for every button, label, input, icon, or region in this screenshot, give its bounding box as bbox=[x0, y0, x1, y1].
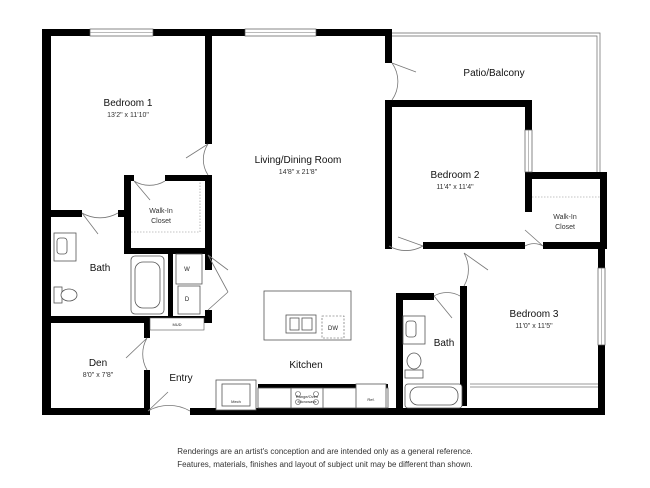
washer-label: W bbox=[184, 267, 190, 273]
mud-label: MUD bbox=[172, 322, 181, 327]
bedroom1-label: Bedroom 1 bbox=[104, 98, 153, 109]
walkin-closet1-label-line1: Walk-In bbox=[149, 208, 173, 215]
laundry bbox=[149, 253, 205, 331]
bedroom2-dims: 11'4" x 11'4" bbox=[436, 184, 474, 191]
bedroom2-label: Bedroom 2 bbox=[431, 170, 480, 181]
bedroom1-dims: 13'2" x 11'10" bbox=[107, 112, 149, 119]
living-dining-dims: 14'8" x 21'8" bbox=[279, 169, 318, 176]
disclaimer-line-1: Renderings are an artist's conception an… bbox=[177, 447, 473, 456]
bedroom3-label: Bedroom 3 bbox=[510, 309, 559, 320]
dryer-label: D bbox=[185, 297, 190, 303]
den-label: Den bbox=[89, 358, 107, 369]
kitchen-label: Kitchen bbox=[289, 360, 322, 371]
bath1-fixtures bbox=[53, 232, 165, 315]
disclaimer-line-2: Features, materials, finishes and layout… bbox=[177, 460, 473, 469]
kitchen-island bbox=[263, 290, 352, 341]
living-dining-label: Living/Dining Room bbox=[255, 155, 342, 166]
windows bbox=[89, 28, 606, 346]
doors bbox=[81, 62, 598, 412]
mech-label: Mech bbox=[231, 399, 241, 404]
ref-label: Ref. bbox=[367, 397, 374, 402]
den-dims: 8'0" x 7'8" bbox=[83, 372, 114, 379]
bath1-label: Bath bbox=[90, 263, 111, 274]
kitchen-counter bbox=[215, 379, 389, 411]
disclaimer: Renderings are an artist's conception an… bbox=[0, 445, 650, 471]
patio-outline bbox=[392, 32, 601, 175]
walls bbox=[42, 29, 607, 415]
closet-lines bbox=[131, 181, 600, 233]
bath2-fixtures bbox=[402, 315, 463, 409]
microwave-label: Microwave bbox=[297, 399, 317, 404]
walkin-closet2-label-line1: Walk-In bbox=[553, 214, 577, 221]
patio-balcony-label: Patio/Balcony bbox=[463, 68, 524, 79]
dishwasher-label: DW bbox=[328, 326, 338, 332]
walkin-closet2-label-line2: Closet bbox=[555, 224, 575, 231]
bath2-label: Bath bbox=[434, 338, 455, 349]
entry-label: Entry bbox=[169, 373, 192, 384]
walkin-closet1-label-line2: Closet bbox=[151, 218, 171, 225]
bedroom3-dims: 11'0" x 11'5" bbox=[515, 323, 553, 330]
range-label: Range/Oven bbox=[296, 394, 318, 399]
